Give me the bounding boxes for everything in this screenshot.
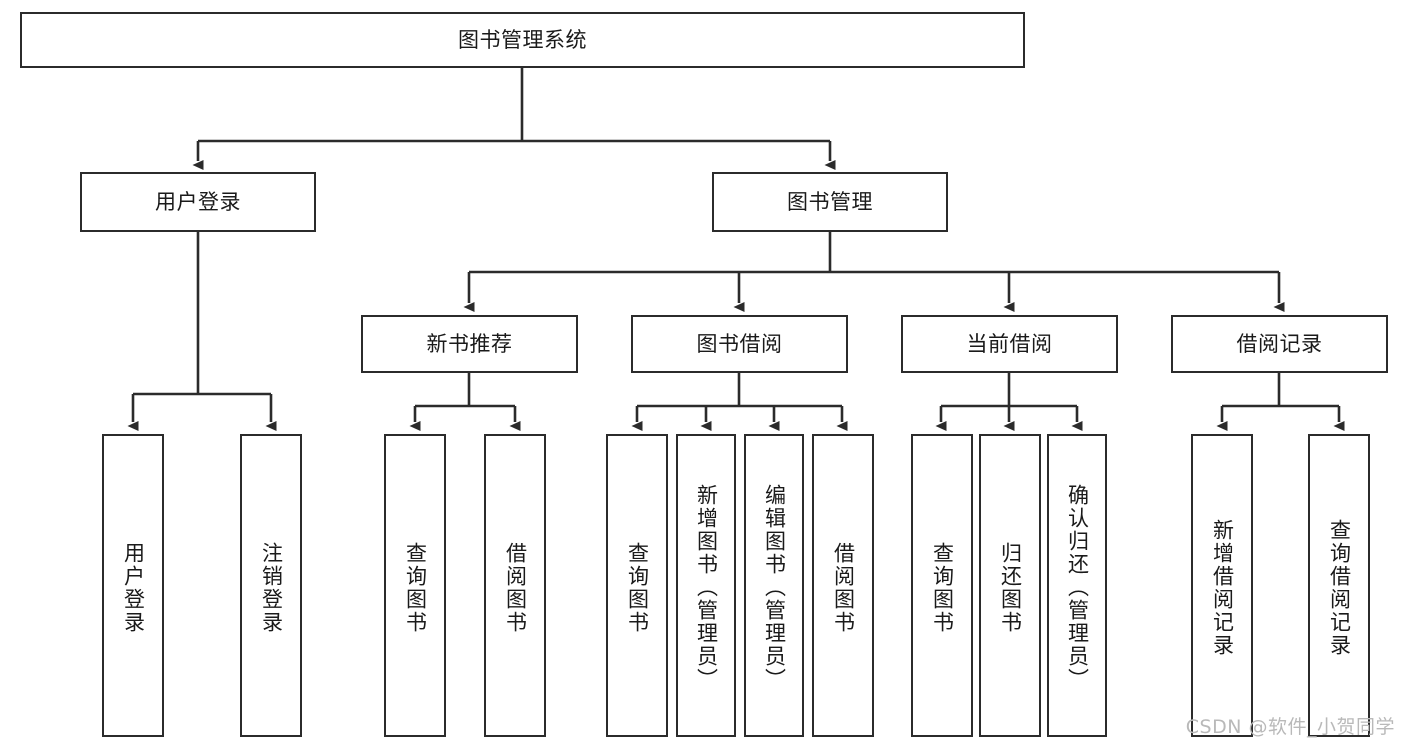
leaf-records-query-record[interactable]: 查询借阅记录 [1308, 434, 1370, 737]
node-label: 借阅记录 [1236, 331, 1323, 356]
node-current-borrowing[interactable]: 当前借阅 [901, 315, 1118, 373]
node-new-book-recommendation[interactable]: 新书推荐 [361, 315, 578, 373]
node-label: 用户登录 [121, 541, 146, 634]
node-label: 归还图书 [998, 541, 1023, 634]
leaf-new-books-borrow[interactable]: 借阅图书 [484, 434, 546, 737]
leaf-new-books-query[interactable]: 查询图书 [384, 434, 446, 737]
node-root-book-management-system[interactable]: 图书管理系统 [20, 12, 1025, 68]
node-label: 查询图书 [403, 541, 428, 634]
leaf-current-return-book[interactable]: 归还图书 [979, 434, 1041, 737]
node-label: 新增借阅记录 [1210, 518, 1235, 657]
node-label: 注销登录 [259, 541, 284, 634]
node-label: 图书管理系统 [458, 27, 587, 52]
node-book-borrowing[interactable]: 图书借阅 [631, 315, 848, 373]
node-user-login[interactable]: 用户登录 [80, 172, 316, 232]
node-borrowing-records[interactable]: 借阅记录 [1171, 315, 1388, 373]
node-label: 查询借阅记录 [1327, 518, 1352, 657]
leaf-borrow-borrow-book[interactable]: 借阅图书 [812, 434, 874, 737]
leaf-user-login-signin[interactable]: 用户登录 [102, 434, 164, 737]
leaf-records-add-record[interactable]: 新增借阅记录 [1191, 434, 1253, 737]
leaf-borrow-query-book[interactable]: 查询图书 [606, 434, 668, 737]
node-label: 新增图书（管理员） [694, 484, 719, 691]
node-label: 借阅图书 [831, 541, 856, 634]
node-label: 图书借阅 [696, 331, 783, 356]
node-label: 新书推荐 [426, 331, 513, 356]
node-label: 当前借阅 [966, 331, 1053, 356]
node-label: 确认归还（管理员） [1065, 484, 1090, 691]
csdn-watermark: CSDN @软件_小贺同学 [1185, 716, 1395, 738]
node-label: 查询图书 [930, 541, 955, 634]
leaf-user-login-signout[interactable]: 注销登录 [240, 434, 302, 737]
node-label: 图书管理 [787, 189, 873, 214]
node-label: 借阅图书 [503, 541, 528, 634]
leaf-current-confirm-return-admin[interactable]: 确认归还（管理员） [1047, 434, 1107, 737]
node-book-management[interactable]: 图书管理 [712, 172, 948, 232]
leaf-borrow-edit-book-admin[interactable]: 编辑图书（管理员） [744, 434, 804, 737]
node-label: 编辑图书（管理员） [762, 484, 787, 691]
leaf-current-query-book[interactable]: 查询图书 [911, 434, 973, 737]
node-label: 查询图书 [625, 541, 650, 634]
node-label: 用户登录 [155, 189, 241, 214]
leaf-borrow-add-book-admin[interactable]: 新增图书（管理员） [676, 434, 736, 737]
